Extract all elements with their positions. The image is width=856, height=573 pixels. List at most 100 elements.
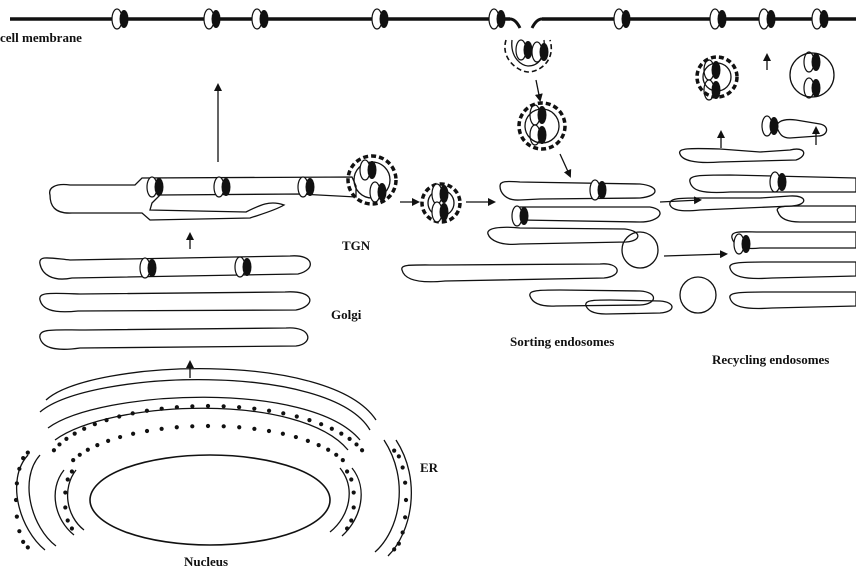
receptor-pair [759,9,776,29]
receptor-pair [812,9,829,29]
ribosome-dot [401,465,405,469]
ribosome-dot [267,429,271,433]
label-golgi: Golgi [331,307,361,323]
ribosome-dot [317,443,321,447]
receptor-pair [140,258,157,278]
ribosome-dot [71,458,75,462]
ribosome-dot [267,409,271,413]
ribosome-dot [190,424,194,428]
ribosome-dot [70,526,74,530]
ribosome-dot [237,425,241,429]
ribosome-dot [392,449,396,453]
ribosome-dot [95,443,99,447]
receptor-pair [762,116,779,136]
ribosome-dot [222,404,226,408]
ribosome-dot [341,458,345,462]
ribosome-dot [21,540,25,544]
ribosome-dot [93,422,97,426]
ribosome-dot [104,418,108,422]
endoplasmic-reticulum [17,369,412,556]
ribosome-dot [252,427,256,431]
ribosome-dot [319,422,323,426]
ribosome-dot [206,424,210,428]
ribosome-dot [326,448,330,452]
ribosome-dot [352,490,356,494]
receptor-pair [432,202,449,222]
receptor-pair [112,9,129,29]
sorting-endosome-receptors [512,180,607,226]
receptor-pair [298,177,315,197]
receptor-pair [770,172,787,192]
ribosome-dot [349,518,353,522]
ribosome-dot [392,547,396,551]
ribosome-dot [345,469,349,473]
receptor-pair [252,9,269,29]
recycling-endosome-receptors [734,116,787,254]
ribosome-dot [339,432,343,436]
label-er: ER [420,460,438,476]
nucleus [90,455,330,545]
ribosome-dot [160,407,164,411]
label-tgn: TGN [342,238,370,254]
ribosome-dot [78,453,82,457]
cell-membrane [10,19,856,28]
label-cell-membrane: cell membrane [0,30,82,46]
receptor-pair [614,9,631,29]
golgi-cisterna-3 [40,328,308,349]
ribosome-dot [404,498,408,502]
receptor-pair [734,234,751,254]
receptor-pair [804,78,821,98]
receptor-pair [516,40,533,60]
ribosome-dot [26,450,30,454]
ribosome-dot [131,411,135,415]
ribosome-dot [26,545,30,549]
ribosome-dot [345,526,349,530]
ribosome-dot [106,439,110,443]
ribosome-dot [70,469,74,473]
ribosome-dot [294,435,298,439]
receptor-pair [432,184,449,204]
ribosome-dot [64,437,68,441]
receptor-pair [804,52,821,72]
membrane-receptors [112,9,829,145]
ribosome-dot [401,530,405,534]
ribosome-dot [175,425,179,429]
receptor-pair [360,160,377,180]
receptor-pair [372,9,389,29]
ribosome-dot [281,411,285,415]
ribosome-dot [330,427,334,431]
receptor-pair [147,177,164,197]
ribosome-dot [82,427,86,431]
ribosome-dot [237,405,241,409]
label-sorting-endosomes: Sorting endosomes [510,334,614,350]
ribosome-dot [206,404,210,408]
ribosome-dot [52,448,56,452]
ribosome-dot [118,435,122,439]
ribosome-dot [397,454,401,458]
ribosome-dot [334,453,338,457]
ribosome-dot [175,405,179,409]
ribosome-dot [131,432,135,436]
receptor-pair [512,206,529,226]
ribosome-dot [63,505,67,509]
ribosome-dot [160,427,164,431]
ribosome-dot [66,477,70,481]
ribosome-dot [117,414,121,418]
ribosome-dot [14,498,18,502]
receptor-pair [370,182,387,202]
ribosome-dot [349,477,353,481]
golgi-cisterna-1 [40,256,311,279]
ribosome-dot [352,505,356,509]
ribosome-dot [306,439,310,443]
er-ribosomes [14,404,408,552]
transport-arrows [190,55,816,378]
ribosome-dot [73,432,77,436]
ribosome-dot [57,442,61,446]
ribosome-dot [63,490,67,494]
ribosome-dot [21,456,25,460]
receptor-pair [710,9,727,29]
ribosome-dot [403,481,407,485]
receptor-pair [590,180,607,200]
